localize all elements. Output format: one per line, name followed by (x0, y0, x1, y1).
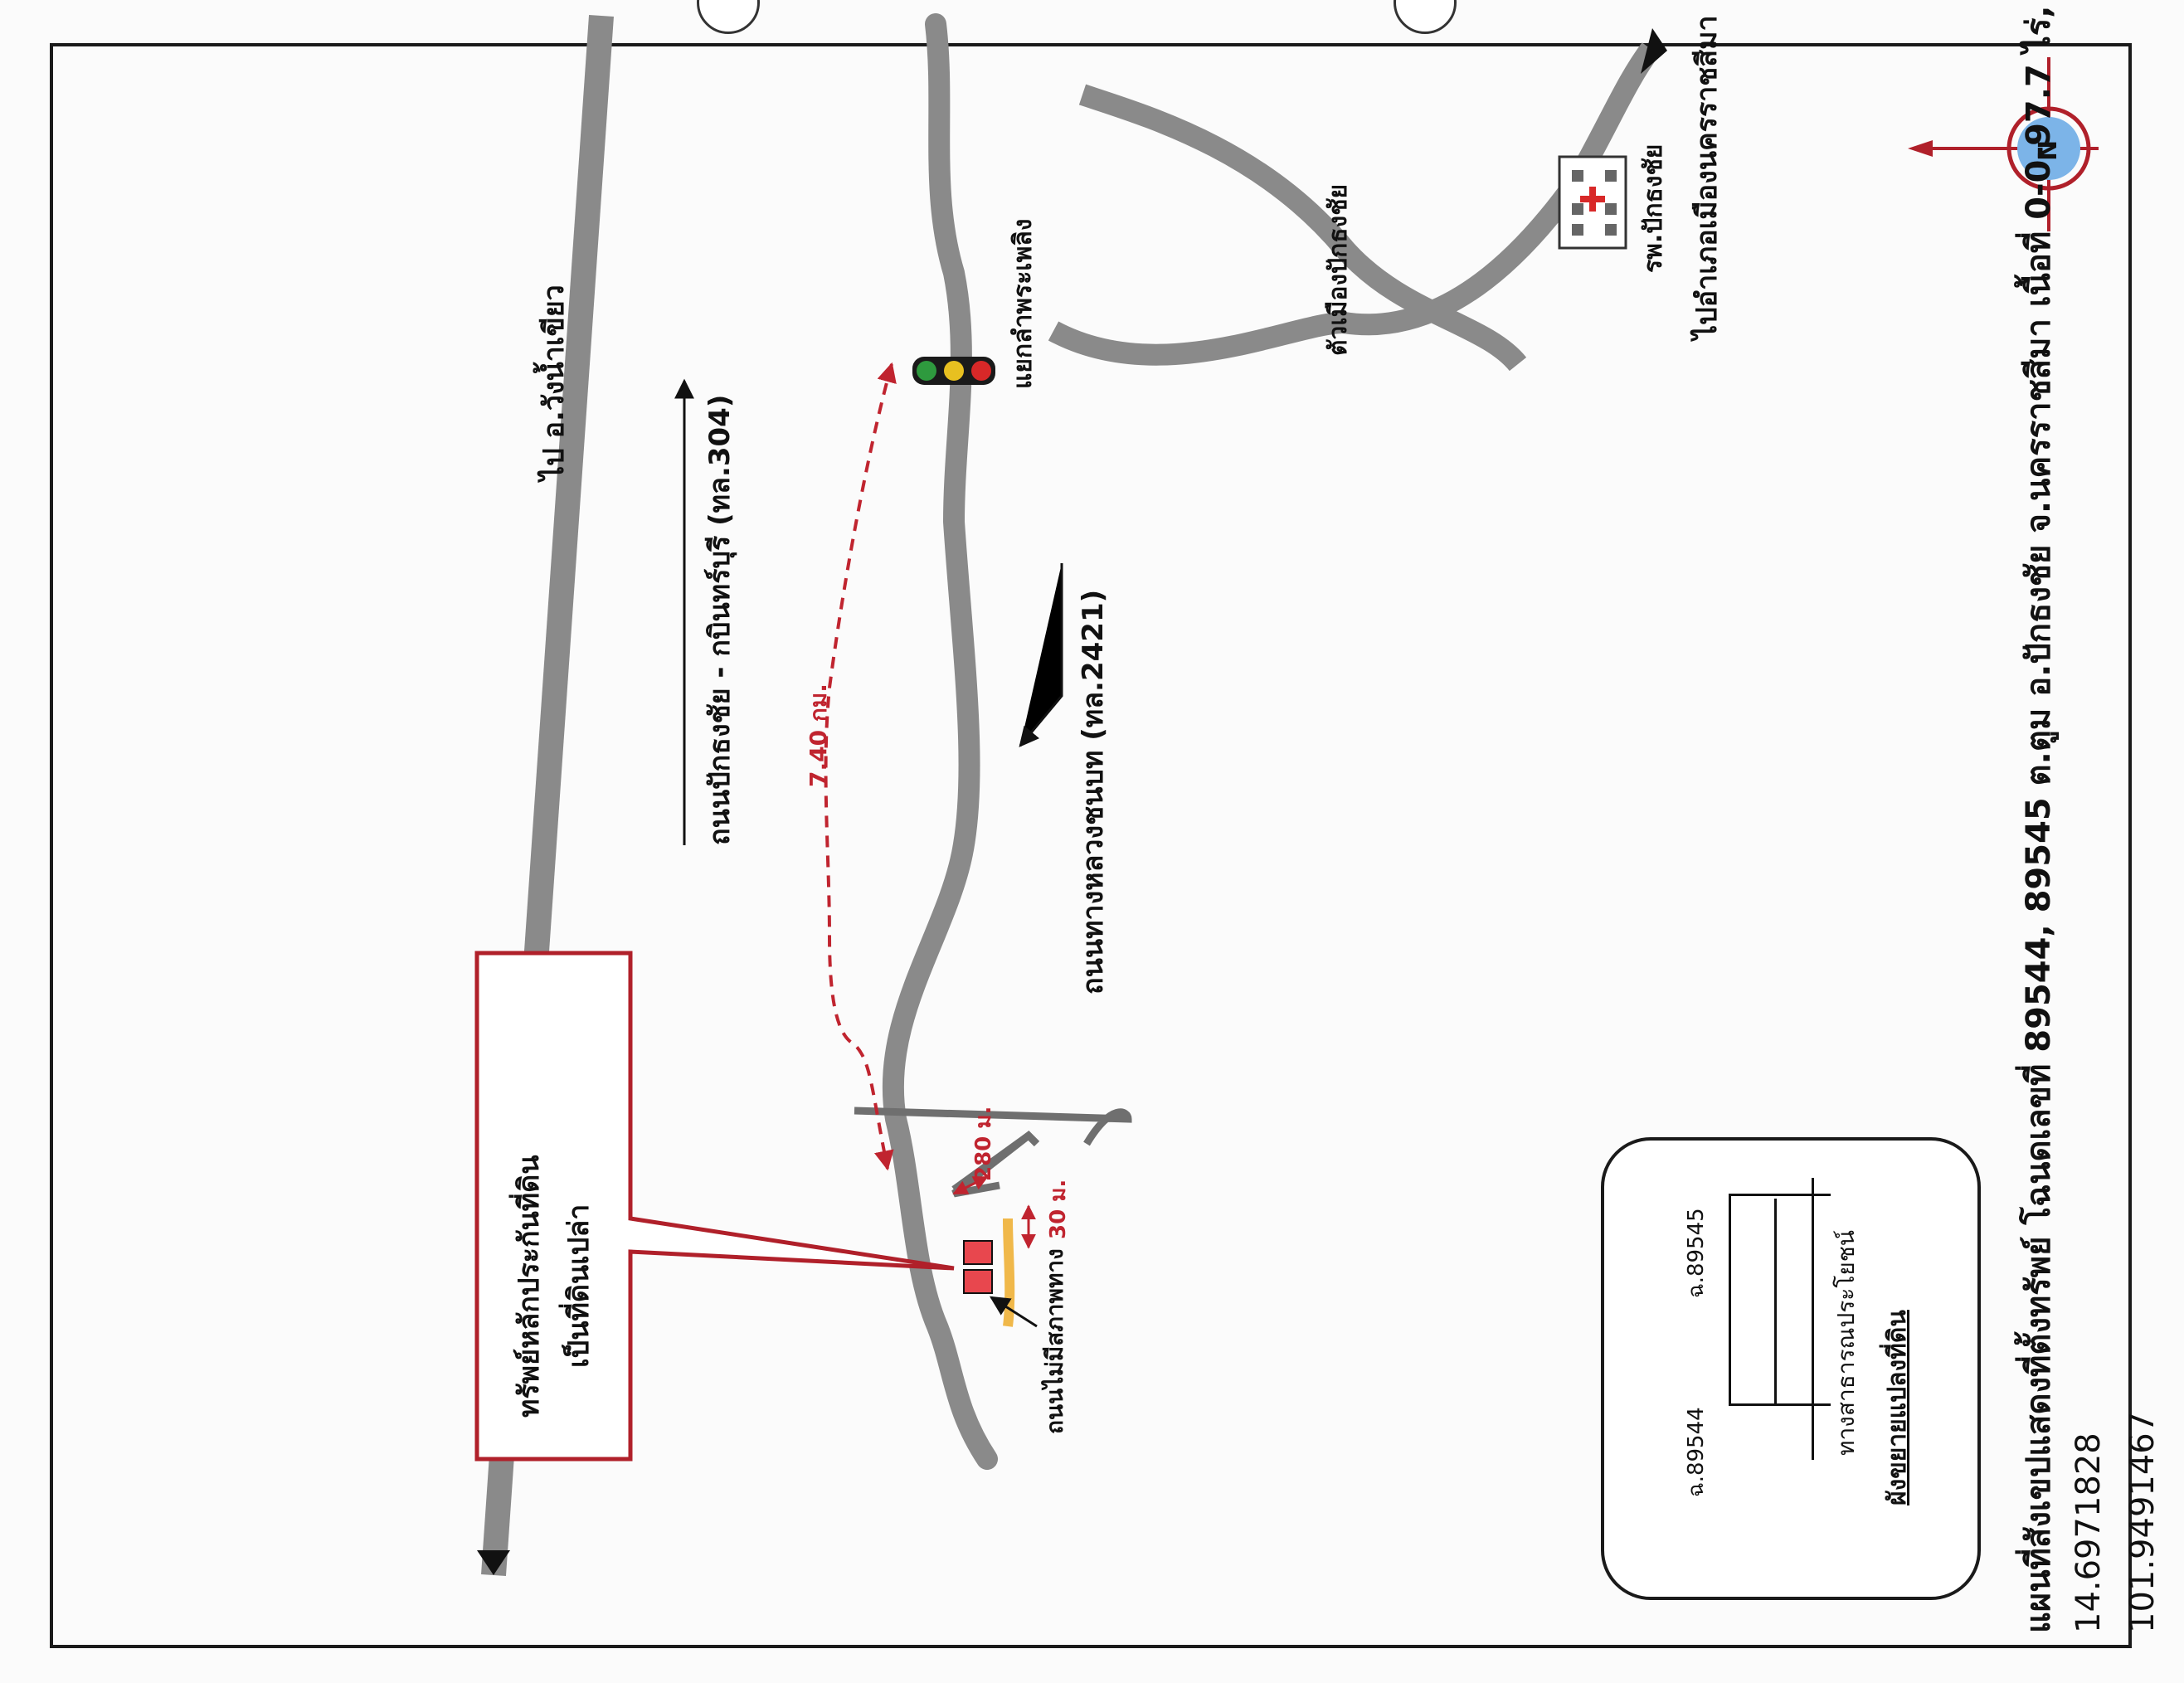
inset-parcel-divider (1774, 1199, 1777, 1406)
frontage-length-label: 30 ม. (1046, 1179, 1071, 1239)
hospital-label: รพ.ปักธงชัย (1639, 143, 1668, 273)
inset-title: ผังขยายแปลงที่ดิน (1883, 1310, 1912, 1505)
highway-2421-road (882, 13, 998, 1470)
unpaved-road-label: ถนนไม่มีสภาพทาง (1041, 1248, 1068, 1434)
parcel-inset: ผังขยายแปลงที่ดิน ทางสาธารณประโยชน์ ฉ.89… (1601, 1137, 1981, 1600)
distance-dashed-line (824, 362, 897, 1171)
h2421-leader (1019, 563, 1063, 747)
latitude-readout: 14.6971828 (2070, 1432, 2108, 1633)
junction-label: แยกลำพระเพลิง (1009, 218, 1038, 389)
side-road (854, 1107, 1132, 1146)
longitude-readout: 101.9491467 (2123, 1411, 2162, 1633)
inset-parcel-89545: ฉ.89545 (1684, 1208, 1709, 1298)
traffic-signal-icon (912, 357, 995, 385)
to-korat-label: ไปอำเภอเมืองนครราชสีมา (1690, 15, 1724, 339)
callout-line-1: ทรัพย์หลักประกันที่ดิน (513, 1155, 546, 1418)
callout-line-2: เป็นที่ดินเปล่า (562, 1204, 596, 1368)
inset-parcel-89544: ฉ.89544 (1684, 1407, 1709, 1497)
lane-measure (952, 1175, 989, 1195)
highway-2421-label: ถนนทางหลวงชนบท (ทล.2421) (1077, 589, 1110, 995)
town-label: ตัวเมืองปักธงชัย (1324, 183, 1353, 356)
road-to-town (1078, 84, 1527, 372)
korat-arrow (1641, 28, 1667, 74)
distance-7-40-label: 7.40 กม. (805, 683, 832, 787)
hospital-icon (1558, 155, 1627, 250)
compass-north-label: N (2034, 139, 2063, 161)
inset-parcel-box (1729, 1194, 1831, 1406)
collateral-callout (474, 951, 955, 1462)
highway-304-label: ถนนปักธงชัย - กบินทร์บุรี (ทล.304) (703, 394, 737, 845)
unpaved-leader (989, 1296, 1038, 1328)
map-frame (50, 43, 2132, 1648)
compass-icon (1908, 57, 2099, 231)
to-wang-nam-khiao-label: ไป อ.วังน้ำเขียว (537, 285, 571, 480)
lane-distance-label: 280 ม. (971, 1106, 996, 1181)
road-to-korat (1048, 42, 1660, 366)
parcel-markers (963, 1240, 993, 1294)
map-title: แผนที่สังเขปแสดงที่ตั้งทรัพย์ โฉนดเลขที่… (2020, 0, 2058, 1633)
inset-road-label: ทางสาธารณประโยชน์ (1832, 1230, 1860, 1456)
